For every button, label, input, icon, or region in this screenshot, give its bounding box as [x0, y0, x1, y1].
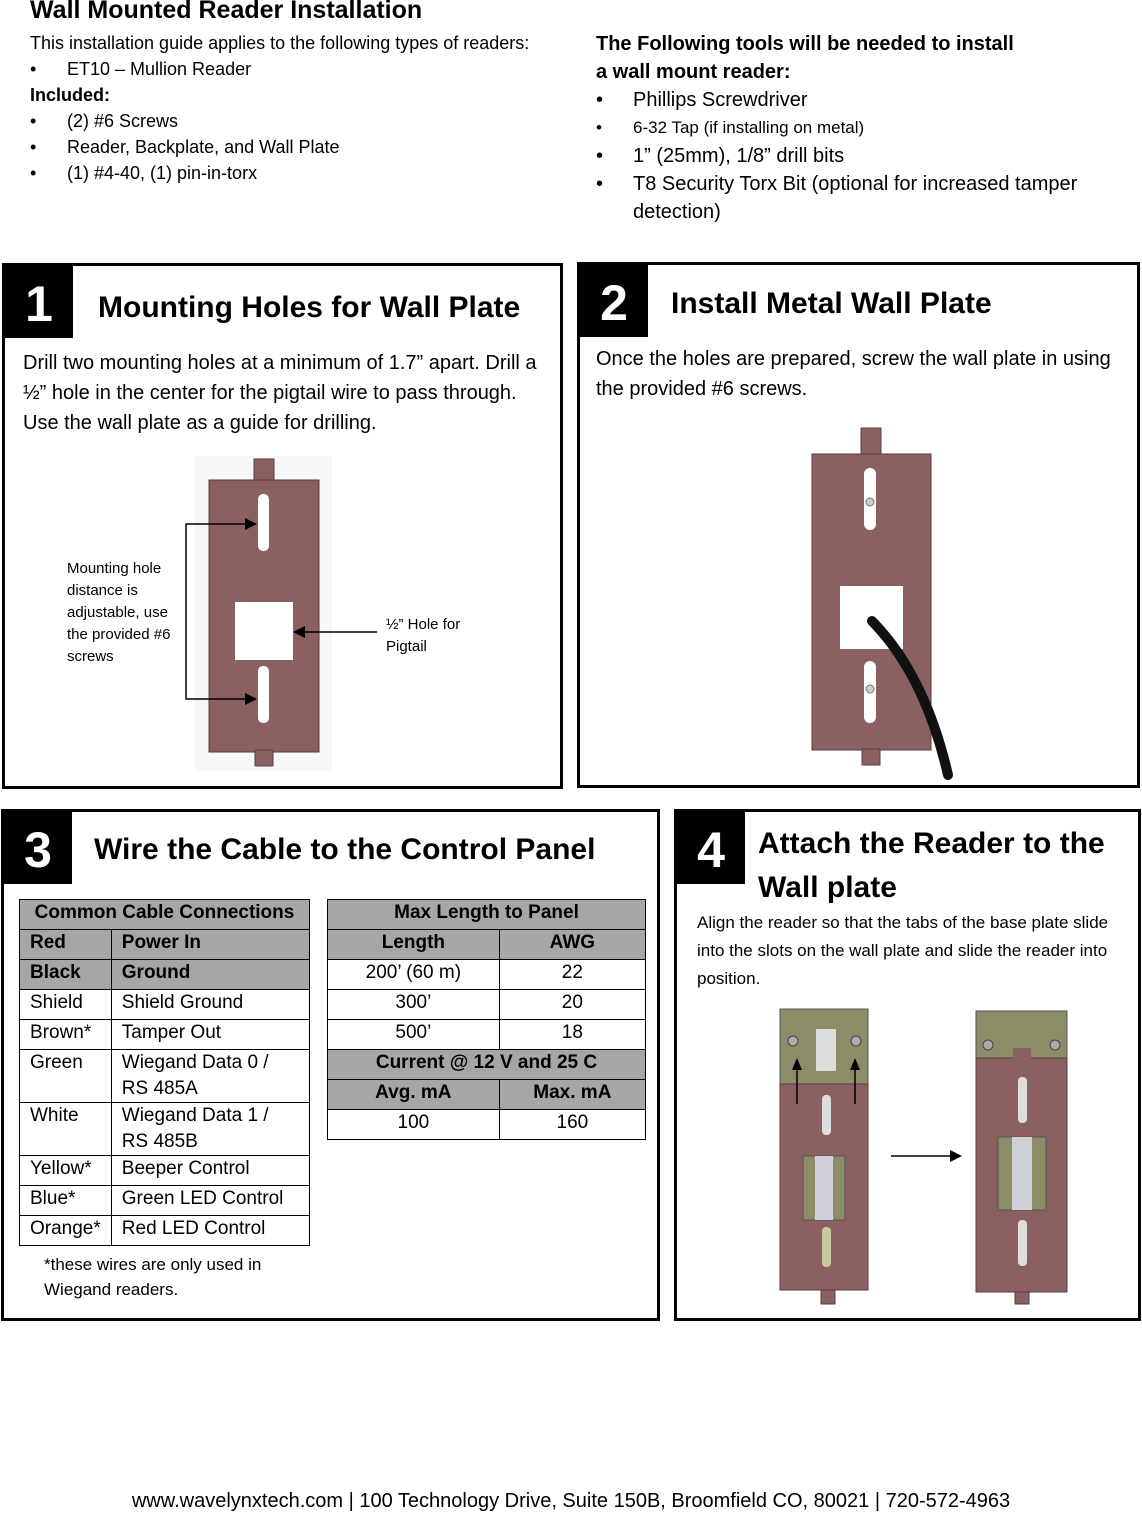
table-header: Current @ 12 V and 25 C: [327, 1049, 646, 1080]
wire-color: Green: [19, 1049, 112, 1103]
document-title: Wall Mounted Reader Installation: [30, 0, 423, 24]
wire-function: Green LED Control: [110, 1185, 311, 1216]
tools-list: Phillips Screwdriver 6-32 Tap (if instal…: [596, 86, 1136, 226]
list-item: (1) #4-40, (1) pin-in-torx: [30, 160, 529, 186]
table-row: 300’20: [327, 989, 647, 1020]
step-number: 2: [580, 265, 648, 337]
wire-color: White: [19, 1102, 112, 1156]
step-2-panel: 2 Install Metal Wall Plate Once the hole…: [577, 262, 1140, 788]
table-row: Yellow*Beeper Control: [19, 1155, 311, 1186]
wire-color: Blue*: [19, 1185, 112, 1216]
table-row: Blue*Green LED Control: [19, 1185, 311, 1216]
table-row: Orange*Red LED Control: [19, 1215, 311, 1246]
length-cell: 200’ (60 m): [327, 959, 500, 990]
step-text: Drill two mounting holes at a minimum of…: [23, 352, 537, 434]
table-row: Brown*Tamper Out: [19, 1019, 311, 1050]
step-number: 1: [5, 266, 73, 338]
step-title: Install Metal Wall Plate: [671, 287, 992, 320]
awg-cell: 20: [498, 989, 647, 1020]
step-1-panel: 1 Mounting Holes for Wall Plate Drill tw…: [2, 263, 563, 789]
wire-function: Tamper Out: [110, 1019, 311, 1050]
step-title: Attach the Reader to the Wall plate: [758, 822, 1105, 910]
included-label: Included:: [30, 85, 110, 105]
wire-function: Ground: [110, 959, 311, 990]
column-header: Avg. mA: [327, 1079, 500, 1110]
step-title: Wire the Cable to the Control Panel: [94, 833, 596, 866]
wire-function: Wiegand Data 1 / RS 485B: [110, 1102, 311, 1156]
reader-list: ET10 – Mullion Reader: [30, 56, 529, 82]
awg-cell: 22: [498, 959, 647, 990]
wire-color: Brown*: [19, 1019, 112, 1050]
step-title: Mounting Holes for Wall Plate: [98, 291, 521, 324]
table-row: 500’18: [327, 1019, 647, 1050]
length-cell: 500’: [327, 1019, 500, 1050]
step-title-line: Attach the Reader to the: [758, 827, 1105, 860]
list-item: 1” (25mm), 1/8” drill bits: [596, 142, 1136, 170]
max-current-cell: 160: [498, 1109, 647, 1140]
list-item: (2) #6 Screws: [30, 108, 529, 134]
wire-color: Orange*: [19, 1215, 112, 1246]
wire-function: Shield Ground: [110, 989, 311, 1020]
tools-heading-2: a wall mount reader:: [596, 61, 791, 83]
pigtail-hole-label: ½” Hole for Pigtail: [386, 616, 461, 655]
installed-plate-diagram: [811, 427, 953, 780]
wire-function: Red LED Control: [110, 1215, 311, 1246]
table-header: Max Length to Panel: [327, 899, 646, 930]
list-item: Reader, Backplate, and Wall Plate: [30, 134, 529, 160]
table-header: Common Cable Connections: [19, 899, 310, 930]
intro-section: This installation guide applies to the f…: [30, 30, 529, 186]
wire-function: Power In: [110, 929, 311, 960]
table-row: 200’ (60 m)22: [327, 959, 647, 990]
step-text: Once the holes are prepared, screw the w…: [596, 348, 1111, 400]
included-list: (2) #6 Screws Reader, Backplate, and Wal…: [30, 108, 529, 186]
tools-heading-1: The Following tools will be needed to in…: [596, 33, 1014, 55]
avg-current-cell: 100: [327, 1109, 500, 1140]
step-number: 4: [677, 812, 745, 884]
column-header: Max. mA: [498, 1079, 647, 1110]
step-title-line: Wall plate: [758, 871, 897, 904]
wire-color: Shield: [19, 989, 112, 1020]
awg-cell: 18: [498, 1019, 647, 1050]
wire-color: Red: [19, 929, 112, 960]
tools-section: The Following tools will be needed to in…: [596, 30, 1136, 226]
mounting-hole-label: Mounting hole distance is adjustable, us…: [67, 560, 171, 665]
column-header: Length: [327, 929, 500, 960]
footnote: *these wires are only used in Wiegand re…: [44, 1255, 262, 1299]
applies-text: This installation guide applies to the f…: [30, 33, 530, 53]
list-item: 6-32 Tap (if installing on metal): [596, 114, 1136, 142]
footer-contact: www.wavelynxtech.com | 100 Technology Dr…: [131, 1490, 1011, 1512]
list-item: ET10 – Mullion Reader: [30, 56, 529, 82]
wire-color: Yellow*: [19, 1155, 112, 1186]
length-cell: 300’: [327, 989, 500, 1020]
wire-color: Black: [19, 959, 112, 990]
step-4-panel: 4 Attach the Reader to the Wall plate Al…: [674, 809, 1141, 1321]
wall-plate-diagram: [185, 456, 377, 771]
wire-function: Wiegand Data 0 / RS 485A: [110, 1049, 311, 1103]
wire-function: Beeper Control: [110, 1155, 311, 1186]
step-3-panel: 3 Wire the Cable to the Control Panel Co…: [1, 809, 660, 1321]
column-header: AWG: [498, 929, 647, 960]
list-item: T8 Security Torx Bit (optional for incre…: [596, 170, 1136, 226]
reader-attach-diagram: [779, 1008, 1068, 1305]
step-text: Align the reader so that the tabs of the…: [697, 913, 1109, 988]
step-number: 3: [4, 812, 72, 884]
list-item: Phillips Screwdriver: [596, 86, 1136, 114]
